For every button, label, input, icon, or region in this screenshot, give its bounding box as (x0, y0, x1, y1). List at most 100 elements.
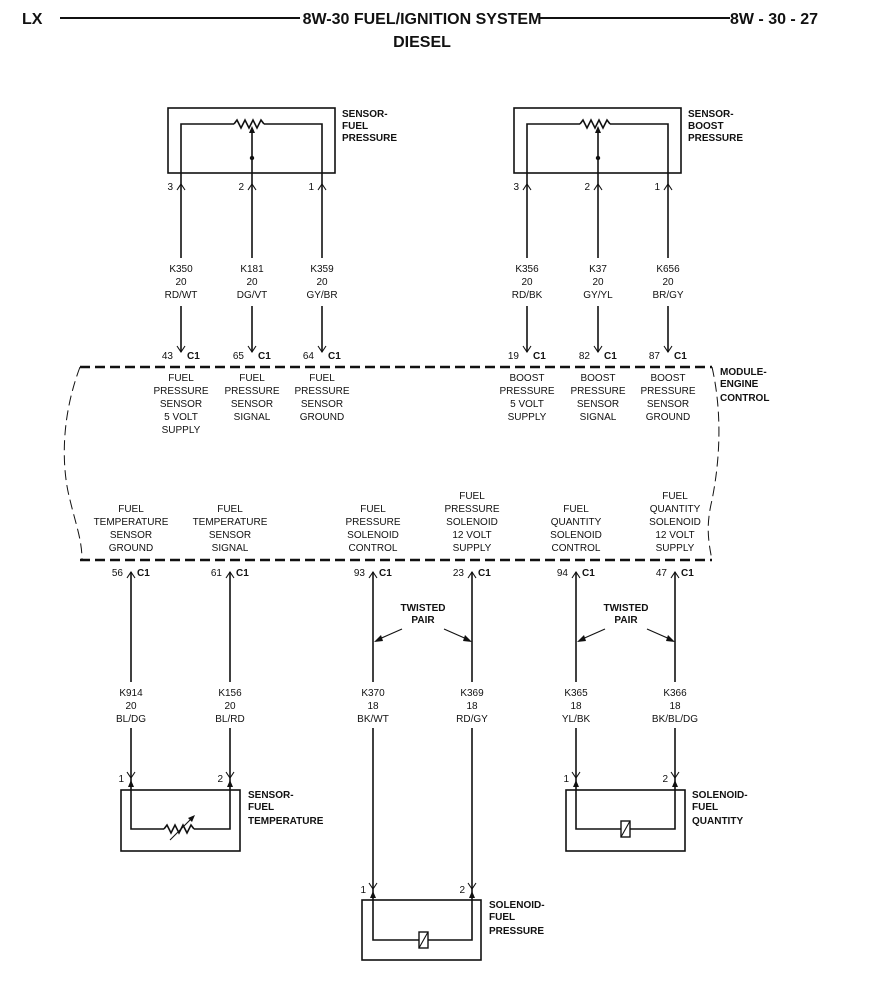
header-title: 8W-30 FUEL/IGNITION SYSTEM (303, 11, 542, 28)
solenoid-internal-wire (630, 780, 676, 830)
ecm-circuit-label: SUPPLY (656, 543, 695, 554)
ecm-circuit-label: PRESSURE (224, 386, 279, 397)
ecm-circuit-label: FUEL (360, 504, 386, 515)
wire-code: K914 (119, 688, 143, 699)
ecm-circuit-label: SUPPLY (162, 425, 201, 436)
connector-id: C1 (604, 351, 617, 362)
wire-code: K369 (460, 688, 484, 699)
wire-code: 20 (246, 277, 258, 288)
wire-code: 20 (592, 277, 604, 288)
ecm-left-edge (63, 366, 83, 561)
wire-code: RD/WT (165, 290, 198, 301)
ecm-circuit-label: SOLENOID (550, 530, 602, 541)
component-pin-number: 2 (217, 774, 223, 785)
ecm-circuit-label: BOOST (650, 373, 685, 384)
component-pin-number: 1 (563, 774, 569, 785)
ecm-pin-number: 23 (453, 568, 465, 579)
ecm-circuit-label: SOLENOID (446, 517, 498, 528)
sensor-internal-wire (610, 123, 669, 184)
wire-code: BK/BL/DG (652, 714, 698, 725)
ecm-circuit-label: QUANTITY (650, 504, 701, 515)
wire-code: BR/GY (652, 290, 683, 301)
component-label-line: BOOST (688, 121, 724, 132)
ecm-circuit-label: PRESSURE (294, 386, 349, 397)
fuel-pressure-solenoid-body (361, 899, 482, 961)
ecm-pin-number: 93 (354, 568, 366, 579)
solenoid-coil-diagonal (620, 820, 631, 838)
ecm-right-edge (707, 366, 720, 561)
connector-pin-symbol (522, 183, 532, 191)
wire-code: K656 (656, 264, 680, 275)
wire-code: 20 (521, 277, 533, 288)
ecm-circuit-label: GROUND (109, 543, 153, 554)
wire-code: 18 (570, 701, 582, 712)
sensor-internal-wire (180, 123, 234, 184)
ecm-circuit-label: SOLENOID (649, 517, 701, 528)
connector-id: C1 (236, 568, 249, 579)
wire-code: 20 (224, 701, 236, 712)
ecm-circuit-label: SIGNAL (234, 412, 271, 423)
ecm-circuit-label: SENSOR (301, 399, 343, 410)
ecm-circuit-label: SENSOR (647, 399, 689, 410)
header-subtitle: DIESEL (393, 34, 451, 51)
wire-code: 20 (662, 277, 674, 288)
connector-pin-symbol (126, 771, 136, 779)
ecm-circuit-label: BOOST (509, 373, 544, 384)
ecm-circuit-label: CONTROL (349, 543, 398, 554)
engine-control-module: MODULE- ENGINE CONTROL (63, 365, 769, 562)
ecm-pin-number: 61 (211, 568, 223, 579)
ecm-circuit-label: 5 VOLT (510, 399, 544, 410)
connector-pin-symbol (225, 771, 235, 779)
ecm-circuit-label: FUEL (459, 491, 485, 502)
connector-pin-symbol (176, 345, 186, 353)
sensor-pin-number: 3 (513, 182, 519, 193)
connector-pin-symbol (522, 345, 532, 353)
ecm-circuit-label: SUPPLY (453, 543, 492, 554)
fuel-pressure-sensor: SENSOR- FUEL PRESSURE (167, 107, 397, 184)
component-label-line: FUEL (489, 912, 515, 923)
fuel-pressure-solenoid: SOLENOID- FUEL PRESSURE (361, 891, 545, 961)
splice-dot (249, 155, 255, 161)
header-model: LX (22, 11, 43, 28)
ecm-circuit-label: SIGNAL (212, 543, 249, 554)
component-pin-number: 1 (118, 774, 124, 785)
wire-code: K181 (240, 264, 264, 275)
twisted-pair-label: TWISTED (401, 603, 446, 614)
connector-id: C1 (681, 568, 694, 579)
wire-code: BL/DG (116, 714, 146, 725)
component-label-line: SENSOR- (688, 109, 734, 120)
sensor-internal-wire (130, 780, 164, 830)
ecm-circuit-label: PRESSURE (153, 386, 208, 397)
solenoid-internal-wire (575, 780, 621, 830)
connector-pin-symbol (593, 183, 603, 191)
wire-code: RD/GY (456, 714, 488, 725)
ecm-circuit-label: 12 VOLT (452, 530, 491, 541)
wire-code: GY/YL (583, 290, 613, 301)
connector-pin-symbol (467, 882, 477, 890)
component-label-line: FUEL (248, 802, 274, 813)
connector-id: C1 (478, 568, 491, 579)
component-label-line: CONTROL (720, 393, 769, 404)
component-label-line: PRESSURE (342, 133, 397, 144)
component-label-line: FUEL (692, 802, 718, 813)
ecm-circuit-label: GROUND (646, 412, 690, 423)
ecm-circuit-label: PRESSURE (499, 386, 554, 397)
potentiometer-symbol (233, 118, 265, 130)
ecm-circuit-label: GROUND (300, 412, 344, 423)
wire-code: BK/WT (357, 714, 389, 725)
wiper-arrow (249, 126, 255, 133)
ecm-pin-number: 64 (303, 351, 315, 362)
connector-id: C1 (533, 351, 546, 362)
wire-code: K156 (218, 688, 242, 699)
leader-arrowhead (577, 635, 586, 642)
sensor-pin-number: 1 (308, 182, 314, 193)
ecm-circuit-label: SENSOR (110, 530, 152, 541)
